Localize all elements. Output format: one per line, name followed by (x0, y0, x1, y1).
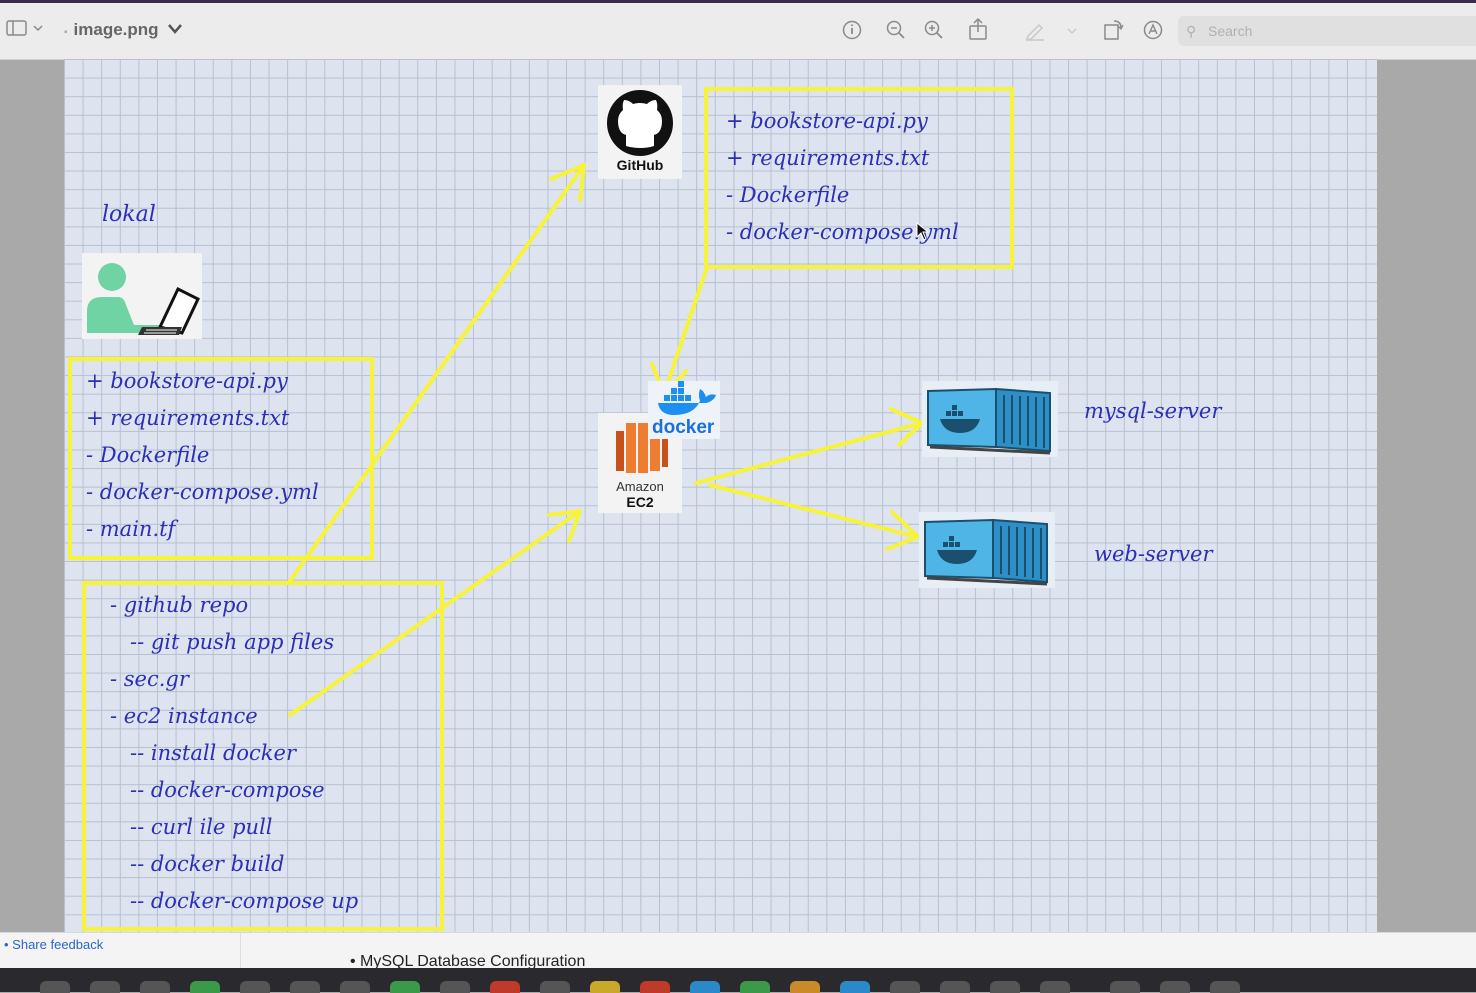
developer-laptop-icon (82, 253, 202, 339)
document-title[interactable]: ▪ image.png (64, 20, 183, 40)
arrow-github-to-docker (662, 265, 709, 396)
mysql-container-icon (922, 381, 1058, 457)
mysql-server-label: mysql-server (1084, 399, 1222, 423)
task-8: -- docker build (130, 852, 285, 876)
github-file-2: + requirements.txt (726, 146, 930, 170)
ec2-logo-text-bottom: EC2 (626, 494, 654, 510)
dock-app-icon[interactable] (90, 981, 120, 993)
zoom-out-icon[interactable] (885, 19, 907, 46)
github-file-1: + bookstore-api.py (726, 109, 928, 133)
dock-app-icon[interactable] (490, 981, 520, 993)
dock-app-icon[interactable] (190, 981, 220, 993)
dock-app-icon[interactable] (990, 981, 1020, 993)
task-4: - ec2 instance (110, 704, 258, 728)
task-2: -- git push app files (130, 630, 335, 654)
dock-app-icon[interactable] (790, 981, 820, 993)
dock-bar (0, 968, 1476, 993)
diagram-canvas: lokal + bookstore-api.py + requirements.… (64, 59, 1377, 932)
title-chevron-icon[interactable] (167, 23, 183, 35)
file-name: image.png (73, 20, 159, 39)
github-file-3: - Dockerfile (726, 183, 850, 207)
web-container-icon (919, 512, 1055, 588)
ec2-logo-text-top: Amazon (616, 479, 664, 494)
dock-app-icon[interactable] (590, 981, 620, 993)
search-icon: ⚲ (1186, 23, 1197, 39)
local-file-4: - docker-compose.yml (86, 480, 319, 504)
dock-app-icon[interactable] (740, 981, 770, 993)
task-3: - sec.gr (110, 667, 189, 691)
arrows-layer (288, 163, 924, 717)
document-footer: • Share feedback • MySQL Database Config… (0, 932, 1476, 970)
dock-app-icon[interactable] (240, 981, 270, 993)
docker-logo-text: docker (652, 417, 715, 438)
window-top-edge (0, 0, 1476, 3)
search-placeholder: Search (1208, 23, 1253, 39)
github-files-box: + bookstore-api.py + requirements.txt - … (704, 87, 1014, 269)
document-icon: ▪ (64, 27, 68, 38)
local-file-3: - Dockerfile (86, 443, 210, 467)
dock-app-icon[interactable] (540, 981, 570, 993)
task-9: -- docker-compose up (130, 889, 359, 913)
dock-app-icon[interactable] (140, 981, 170, 993)
dock-app-icon[interactable] (1160, 981, 1190, 993)
preview-toolbar: ▪ image.png ⚲ Search (0, 3, 1476, 60)
dock-app-icon[interactable] (890, 981, 920, 993)
dock-app-icon[interactable] (1110, 981, 1140, 993)
markup-menu-chevron-icon[interactable] (1066, 19, 1078, 46)
dock-app-icon[interactable] (640, 981, 670, 993)
arrow-to-ec2 (288, 509, 582, 717)
dock-app-icon[interactable] (340, 981, 370, 993)
footer-divider (240, 933, 241, 969)
chevron-down-icon[interactable] (32, 19, 44, 42)
dock-app-icon[interactable] (40, 981, 70, 993)
local-files-box: + bookstore-api.py + requirements.txt - … (68, 357, 374, 560)
dock-app-icon[interactable] (1040, 981, 1070, 993)
search-field[interactable]: ⚲ Search (1178, 16, 1476, 46)
zoom-in-icon[interactable] (923, 19, 945, 46)
markup-pen-icon[interactable] (1024, 19, 1046, 46)
arrow-to-mysql (694, 421, 924, 485)
doc-bullet-item: • MySQL Database Configuration (350, 953, 586, 970)
mouse-cursor-icon (916, 222, 930, 241)
dock-app-icon[interactable] (690, 981, 720, 993)
github-logo: GitHub (598, 85, 682, 179)
dock-app-icon[interactable] (440, 981, 470, 993)
share-icon[interactable] (967, 17, 989, 46)
arrow-to-web (708, 483, 920, 539)
rotate-icon[interactable] (1102, 17, 1124, 46)
local-file-2: + requirements.txt (86, 406, 290, 430)
share-feedback-link[interactable]: • Share feedback (4, 937, 104, 952)
local-file-1: + bookstore-api.py (86, 369, 288, 393)
arrow-to-github (288, 163, 586, 583)
doc-bullet-text: MySQL Database Configuration (360, 953, 586, 970)
dock-app-icon[interactable] (840, 981, 870, 993)
tasks-box: - github repo -- git push app files - se… (82, 581, 444, 931)
docker-logo: docker (648, 381, 720, 439)
task-1: - github repo (110, 593, 249, 617)
info-icon[interactable] (841, 19, 863, 46)
dock-app-icon[interactable] (1210, 981, 1240, 993)
web-server-label: web-server (1094, 542, 1213, 566)
annotate-icon[interactable] (1142, 19, 1164, 46)
sidebar-toggle-icon[interactable] (6, 19, 28, 42)
task-5: -- install docker (130, 741, 296, 765)
dock-app-icon[interactable] (940, 981, 970, 993)
dock-app-icon[interactable] (390, 981, 420, 993)
share-feedback-text: Share feedback (12, 937, 104, 952)
local-file-5: - main.tf (86, 517, 176, 541)
dock-app-icon[interactable] (290, 981, 320, 993)
github-logo-text: GitHub (616, 157, 664, 173)
task-6: -- docker-compose (130, 778, 325, 802)
task-7: -- curl ile pull (130, 815, 273, 839)
local-label: lokal (102, 202, 156, 227)
